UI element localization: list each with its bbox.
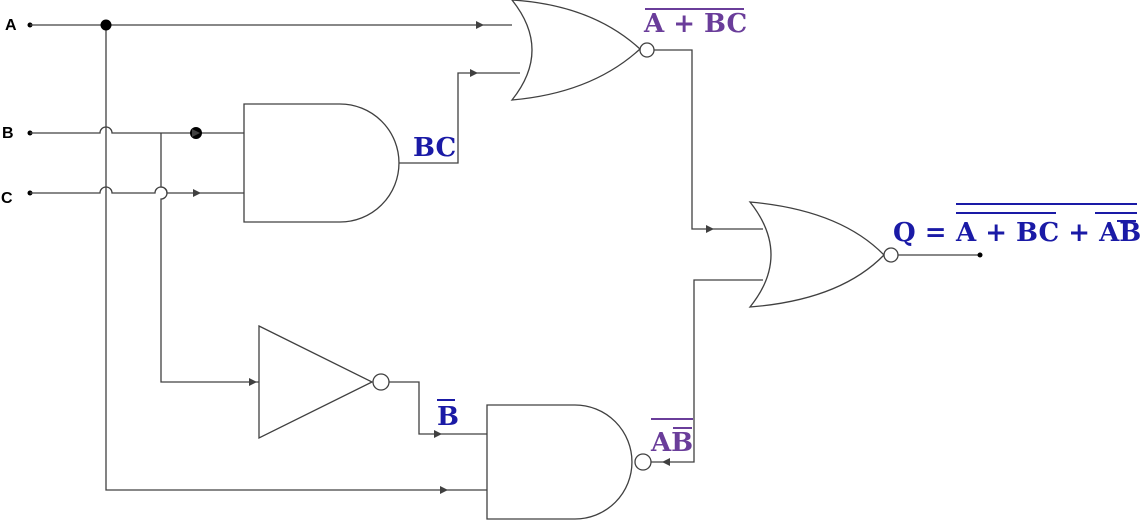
- arrow-bc-nor1: [470, 69, 478, 77]
- label-nor1-out: A + BC: [643, 9, 747, 39]
- wire-a-vertical: [105, 25, 487, 491]
- arrow-a-nor1: [476, 21, 484, 29]
- junction-a: [100, 19, 112, 31]
- wire-b: [30, 126, 244, 134]
- input-a-label: A: [5, 17, 17, 34]
- label-bc: BC: [413, 133, 456, 163]
- and-gate: [243, 103, 400, 223]
- wire-nand-out: [651, 279, 763, 463]
- wire-nor1-out: [654, 49, 763, 230]
- wire-c: [30, 186, 244, 194]
- nand-gate: [486, 404, 633, 520]
- output-q-terminal: [977, 252, 983, 258]
- label-nand-out: AB: [650, 428, 693, 458]
- arrow-b-not: [249, 378, 257, 386]
- arrow-bbar-nand: [434, 430, 442, 438]
- label-b-bar: B: [437, 402, 459, 432]
- label-q-expr: A + BC + AB: [955, 218, 1141, 248]
- wire-b-bar: [389, 381, 487, 435]
- not-gate-bubble: [372, 373, 390, 391]
- arrow-nor1-nor2: [706, 225, 714, 233]
- arrow-nand-out: [662, 458, 670, 466]
- arrow-a-nand: [440, 486, 448, 494]
- nor-gate-output: [748, 201, 885, 308]
- label-q-prefix: Q =: [893, 218, 947, 248]
- arrow-b-and: [192, 129, 200, 137]
- nor-gate-output-bubble: [883, 247, 899, 263]
- input-b-label: B: [2, 125, 14, 142]
- wire-bc: [399, 72, 520, 164]
- input-c-label: C: [1, 190, 13, 207]
- not-gate: [258, 324, 374, 440]
- nor-gate-top-bubble: [639, 42, 655, 58]
- nand-gate-bubble: [634, 453, 652, 471]
- arrow-c-and: [193, 189, 201, 197]
- nor-gate-top: [510, 0, 641, 101]
